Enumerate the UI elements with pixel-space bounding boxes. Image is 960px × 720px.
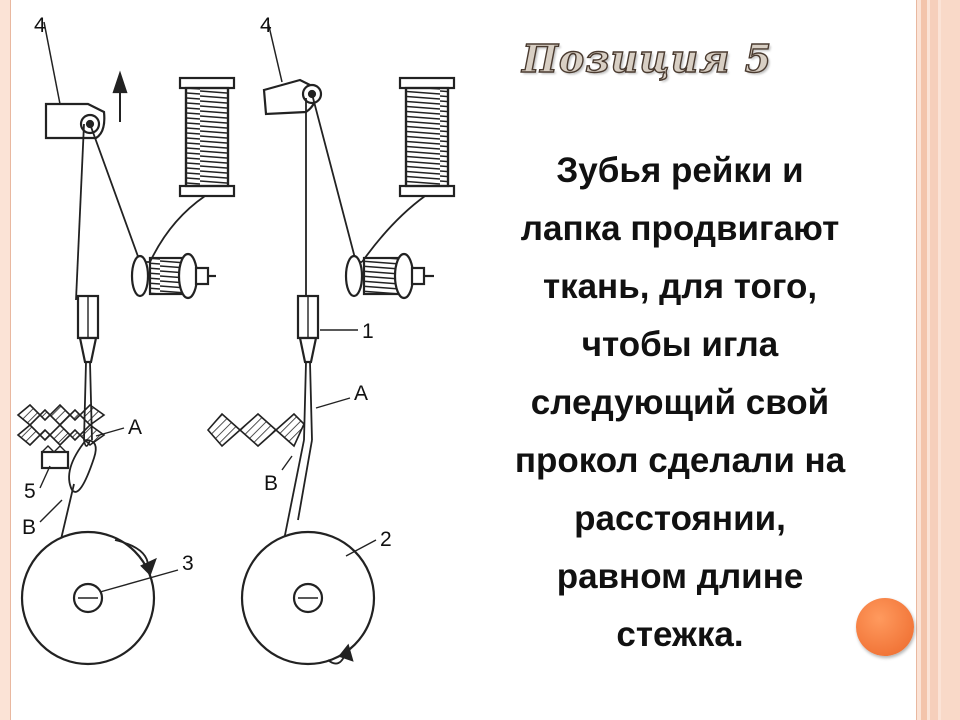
body-line: равном длине <box>556 557 804 596</box>
label-lever-right: 4 <box>260 14 272 37</box>
decorative-circle <box>856 598 914 656</box>
decorative-strip <box>921 0 927 720</box>
left-mechanism <box>16 21 236 666</box>
thread-spool <box>398 76 456 90</box>
thread-spool <box>178 76 236 90</box>
label-point-b-left: В <box>22 516 36 539</box>
label-point-b-right: В <box>264 472 278 495</box>
label-part-1: 1 <box>362 320 374 343</box>
tension-disc <box>130 254 150 298</box>
slide-body-text: Зубья рейки и лапка продвигают ткань, дл… <box>430 142 930 664</box>
body-line: расстоянии, <box>574 499 786 538</box>
body-line: ткань, для того, <box>542 267 818 306</box>
body-line: стежка. <box>616 615 744 654</box>
fabric <box>206 412 305 448</box>
tension-disc <box>344 254 364 298</box>
slide-frame <box>10 0 917 720</box>
body-line: Зубья рейки и <box>556 151 804 190</box>
feed-dog <box>40 450 70 470</box>
body-line: прокол сделали на <box>514 441 846 480</box>
body-line: чтобы игла <box>581 325 779 364</box>
slide-title: Позиция 5 <box>521 35 773 81</box>
label-part-2: 2 <box>380 528 392 551</box>
decorative-strip <box>941 0 960 720</box>
right-mechanism <box>206 21 456 666</box>
label-part-5: 5 <box>24 480 36 503</box>
body-line: лапка продвигают <box>520 209 840 248</box>
decorative-strip <box>930 0 938 720</box>
label-point-a-right: А <box>354 382 368 405</box>
label-lever-left: 4 <box>34 14 46 37</box>
label-point-a-left: А <box>128 416 142 439</box>
fabric <box>16 403 106 427</box>
body-line: следующий свой <box>530 383 830 422</box>
label-part-3: 3 <box>182 552 194 575</box>
